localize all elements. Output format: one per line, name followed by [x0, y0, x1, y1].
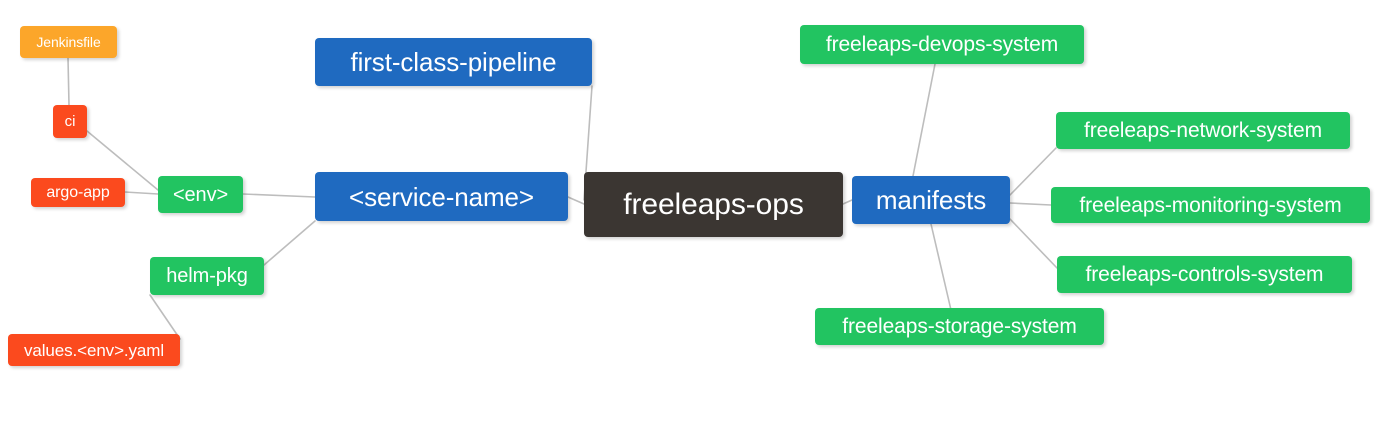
mindmap-edge [1009, 202, 1052, 206]
mindmap-node-freeleaps-controls-system[interactable]: freeleaps-controls-system [1057, 256, 1352, 293]
mindmap-node-label: freeleaps-storage-system [842, 315, 1077, 338]
mindmap-node-jenkinsfile[interactable]: Jenkinsfile [20, 26, 117, 58]
mindmap-node-label: first-class-pipeline [350, 47, 557, 77]
mindmap-node-argo-app[interactable]: argo-app [31, 178, 125, 207]
mindmap-edge [263, 220, 316, 266]
mindmap-node-helm-pkg[interactable]: helm-pkg [150, 257, 264, 295]
mindmap-node-label: helm-pkg [166, 265, 248, 287]
mindmap-node-ci[interactable]: ci [53, 105, 87, 138]
mindmap-node-manifests[interactable]: manifests [852, 176, 1010, 224]
mindmap-edge [67, 57, 70, 106]
mindmap-edge [912, 63, 936, 177]
mindmap-node-values-env-yaml[interactable]: values.<env>.yaml [8, 334, 180, 366]
mindmap-node-label: Jenkinsfile [36, 34, 101, 50]
mindmap-edge [567, 196, 585, 205]
mindmap-node-freeleaps-storage-system[interactable]: freeleaps-storage-system [815, 308, 1104, 345]
mindmap-edge [1009, 147, 1057, 196]
mindmap-node-label: ci [64, 113, 76, 130]
mindmap-edge [124, 191, 159, 195]
mindmap-edge [930, 223, 952, 311]
mindmap-edge [242, 193, 316, 198]
mindmap-edge [149, 294, 181, 340]
mindmap-node-label: argo-app [46, 183, 110, 201]
mindmap-node-root[interactable]: freeleaps-ops [584, 172, 843, 237]
mindmap-node-label: values.<env>.yaml [23, 340, 165, 360]
mindmap-node-service-name[interactable]: <service-name> [315, 172, 568, 221]
mindmap-node-label: freeleaps-controls-system [1085, 263, 1324, 286]
mindmap-node-freeleaps-monitoring-system[interactable]: freeleaps-monitoring-system [1051, 187, 1370, 223]
mindmap-node-label: freeleaps-ops [623, 187, 804, 221]
mindmap-node-label: <env> [172, 183, 229, 206]
mindmap-node-label: <service-name> [348, 181, 535, 212]
mindmap-node-first-class-pipeline[interactable]: first-class-pipeline [315, 38, 592, 86]
mindmap-node-freeleaps-devops-system[interactable]: freeleaps-devops-system [800, 25, 1084, 64]
mindmap-edge [842, 199, 853, 205]
mindmap-node-label: freeleaps-devops-system [825, 33, 1059, 56]
mindmap-node-label: freeleaps-network-system [1083, 119, 1322, 142]
mindmap-node-env[interactable]: <env> [158, 176, 243, 213]
mindmap-node-freeleaps-network-system[interactable]: freeleaps-network-system [1056, 112, 1350, 149]
mindmap-node-label: manifests [875, 185, 987, 215]
mindmap-node-label: freeleaps-monitoring-system [1079, 193, 1342, 217]
mindmap-edge [1009, 218, 1058, 269]
